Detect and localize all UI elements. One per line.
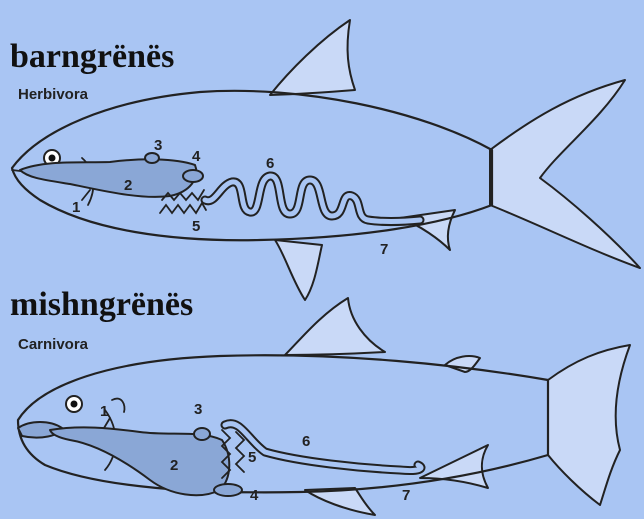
herbivore-label-6: 6 xyxy=(266,155,274,172)
herbivore-label-5: 5 xyxy=(192,218,200,235)
carnivore-label-2: 2 xyxy=(170,457,178,474)
herbivore-anal-fin xyxy=(400,210,455,250)
herbivore-gallbladder xyxy=(145,153,159,163)
carnivore-label-4: 4 xyxy=(250,487,259,504)
herbivore-pupil xyxy=(49,155,56,162)
carnivore-label-6: 6 xyxy=(302,433,310,450)
carnivore-label-5: 5 xyxy=(248,449,256,466)
herbivore-label-4: 4 xyxy=(192,148,201,165)
carnivore-label-3: 3 xyxy=(194,401,202,418)
carnivore-pupil xyxy=(71,401,78,408)
carnivore-operculum xyxy=(112,399,125,412)
herbivore-fish: 1 2 3 4 5 6 7 xyxy=(12,20,640,300)
carnivore-pyloric xyxy=(214,484,242,496)
carnivore-fish: 1 2 3 4 5 6 7 xyxy=(18,298,630,515)
herbivore-label-2: 2 xyxy=(124,177,132,194)
herbivore-pyloric xyxy=(183,170,203,182)
herbivore-pelvic-fin xyxy=(275,240,322,300)
herbivore-label-7: 7 xyxy=(380,241,388,258)
herbivore-pyloric-caeca xyxy=(160,190,206,213)
herbivore-stomach xyxy=(20,159,196,197)
herbivore-label-1: 1 xyxy=(72,199,80,216)
carnivore-gallbladder xyxy=(194,428,210,440)
carnivore-label-7: 7 xyxy=(402,487,410,504)
herbivore-tail-fin xyxy=(490,80,640,268)
carnivore-dorsal-fin xyxy=(285,298,385,355)
herbivore-dorsal-fin xyxy=(270,20,355,95)
carnivore-tail-fin xyxy=(548,345,630,505)
carnivore-label-1: 1 xyxy=(100,403,108,420)
herbivore-label-3: 3 xyxy=(154,137,162,154)
